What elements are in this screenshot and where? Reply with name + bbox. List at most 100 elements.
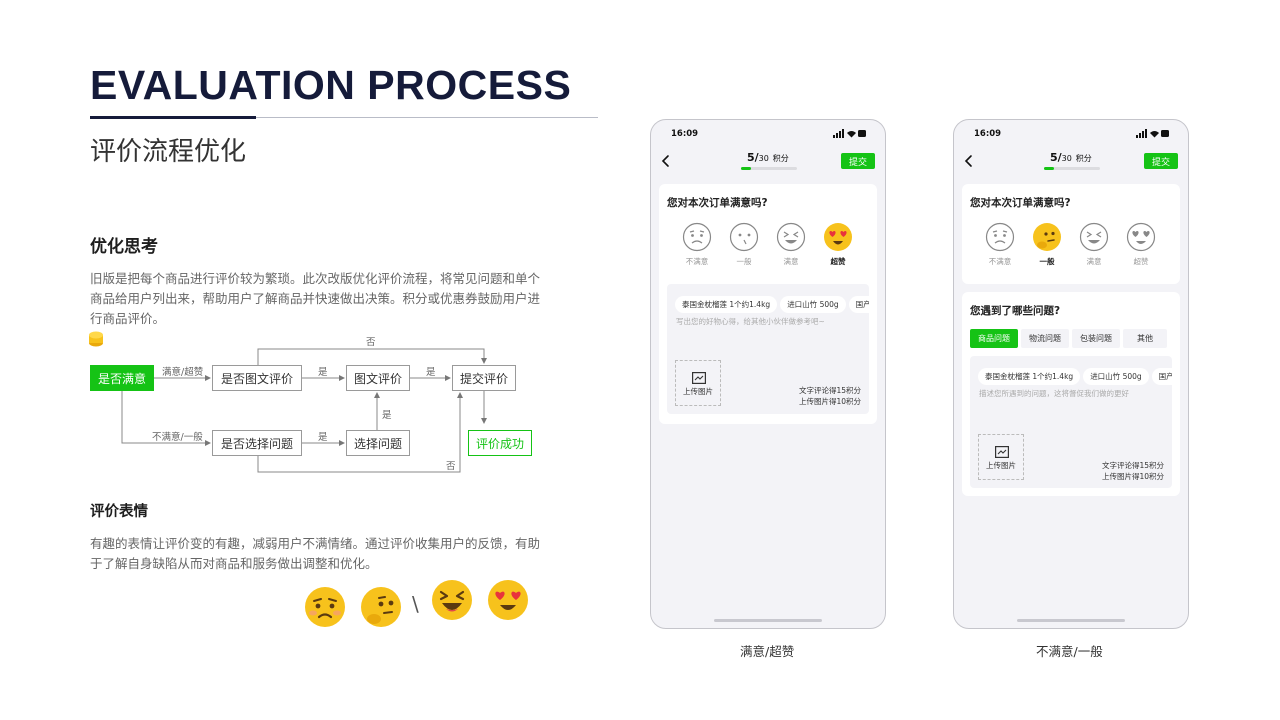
section-body-optimization: 旧版是把每个商品进行评价较为繁琐。此次改版优化评价流程，将常见问题和单个商品给用… [90,271,541,326]
title-divider-accent [90,116,256,119]
rating-label: 不满意 [988,257,1012,266]
flow-node-photo-review: 图文评价 [346,365,410,391]
nav-bar: 5/30 积分 提交 [954,146,1188,176]
submit-button[interactable]: 提交 [841,153,875,169]
satisfaction-question: 您对本次订单满意吗? [970,197,1071,209]
phone2-caption: 不满意/一般 [1036,644,1103,659]
product-chip[interactable]: 国产山 [1151,368,1172,385]
upload-photo-button[interactable]: 上传图片 [675,360,721,406]
tab-product-issue[interactable]: 商品问题 [970,329,1018,348]
heart-eyes-face-icon [824,223,852,251]
product-chip[interactable]: 国产山 [848,296,869,313]
flow-node-success: 评价成功 [468,430,532,456]
rating-excellent[interactable]: 超赞 [820,222,856,267]
points-info: 文字评论得15积分 上传图片得10积分 [799,385,861,407]
tab-packaging-issue[interactable]: 包装问题 [1072,329,1120,348]
flow-edge-label-no: 否 [366,337,376,348]
flow-connectors [121,348,487,473]
flow-node-choose-issue-question: 是否选择问题 [212,430,302,456]
flow-edge-label-yes: 是 [318,432,328,443]
points-score: 5/30 积分 [747,151,789,164]
issue-placeholder[interactable]: 描述您所遇到的问题，这将督促我们做的更好 [979,389,1129,398]
rating-average[interactable]: 一般 [726,222,762,267]
product-chip[interactable]: 进口山竹 500g [780,296,846,313]
satisfaction-card: 您对本次订单满意吗? 不满意 一般 满意 超赞 [962,184,1180,284]
home-indicator [714,619,822,622]
points-score: 5/30 积分 [1050,151,1092,164]
tab-other[interactable]: 其他 [1123,329,1167,348]
back-arrow-icon[interactable] [962,154,976,168]
rating-label: 超赞 [830,257,846,266]
points-photo-review: 上传图片得10积分 [1101,472,1164,481]
flow-edge-label-yes: 是 [426,367,436,378]
rating-label: 不满意 [685,257,709,266]
rating-satisfied[interactable]: 满意 [1076,222,1112,267]
status-bar: 16:09 [651,120,885,148]
rating-unsatisfied[interactable]: 不满意 [982,222,1018,267]
title-divider [90,117,598,118]
image-upload-icon [995,446,1009,458]
points-total: 30 [1061,154,1072,163]
phone1-caption: 满意/超赞 [740,644,795,659]
heart-eyes-face-icon [1126,222,1156,252]
upload-photo-label: 上传图片 [986,461,1016,470]
points-unit: 积分 [772,154,789,163]
heart-eyes-emoji-icon [488,580,528,620]
rating-average[interactable]: 一般 [1029,222,1065,267]
issues-card: 您遇到了哪些问题? 商品问题物流问题包装问题其他 泰国金枕榴莲 1个约1.4kg… [962,292,1180,496]
image-upload-icon [692,372,706,384]
points-progress-fill [1044,167,1054,170]
thinking-face-icon [1033,223,1061,251]
satisfied-face-icon [776,222,806,252]
points-photo-review: 上传图片得10积分 [798,397,861,406]
section-body-emoji: 有趣的表情让评价变的有趣，减弱用户不满情绪。通过评价收集用户的反馈，有助于了解自… [90,536,541,571]
status-time: 16:09 [974,129,1002,139]
points-progress-bar [741,167,797,170]
satisfaction-question: 您对本次订单满意吗? [667,197,768,209]
tab-logistics-issue[interactable]: 物流问题 [1021,329,1069,348]
product-chip[interactable]: 泰国金枕榴莲 1个约1.4kg [978,368,1081,385]
issues-question: 您遇到了哪些问题? [970,305,1061,317]
rating-label: 满意 [783,257,799,266]
back-arrow-icon[interactable] [659,154,673,168]
status-bar: 16:09 [954,120,1188,148]
rating-label: 超赞 [1133,257,1149,266]
signal-wifi-battery-icon [1136,129,1169,138]
page-title: EVALUATION PROCESS [90,62,572,108]
satisfied-face-icon [1079,222,1109,252]
evaluation-flow-diagram: 是否满意 是否图文评价 图文评价 提交评价 是否选择问题 选择问题 评价成功 满… [88,330,548,478]
phone-mockup-unsatisfied: 16:09 5/30 积分 提交 您对本次订单满意吗? 不满意 一般 [953,119,1189,629]
flow-node-satisfied-question: 是否满意 [90,365,154,391]
signal-wifi-battery-icon [833,129,866,138]
flow-edge-label-yes: 是 [382,410,392,421]
status-time: 16:09 [671,129,699,139]
points-progress-bar [1044,167,1100,170]
unsatisfied-face-icon [682,222,712,252]
rating-label: 一般 [736,257,752,266]
page-subtitle: 评价流程优化 [90,137,247,167]
product-chip[interactable]: 泰国金枕榴莲 1个约1.4kg [675,296,778,313]
rating-unsatisfied[interactable]: 不满意 [679,222,715,267]
rating-excellent[interactable]: 超赞 [1123,222,1159,267]
sad-emoji-icon [305,587,345,627]
coin-icon [89,331,103,347]
rating-satisfied[interactable]: 满意 [773,222,809,267]
average-face-icon [729,222,759,252]
section-title-emoji: 评价表情 [90,504,148,520]
rating-label: 一般 [1039,257,1055,266]
points-text-review: 文字评论得15积分 [798,386,861,395]
flow-node-photo-review-question: 是否图文评价 [212,365,302,391]
points-unit: 积分 [1075,154,1092,163]
flow-edge-label-unsatisfied: 不满意/一般 [152,432,203,443]
points-text-review: 文字评论得15积分 [1101,461,1164,470]
review-placeholder[interactable]: 写出您的好物心得，给其他小伙伴做参考吧~ [676,317,825,326]
upload-photo-button[interactable]: 上传图片 [978,434,1024,480]
submit-button[interactable]: 提交 [1144,153,1178,169]
product-chip[interactable]: 进口山竹 500g [1083,368,1149,385]
thinking-emoji-icon [361,587,401,627]
nav-bar: 5/30 积分 提交 [651,146,885,176]
points-info: 文字评论得15积分 上传图片得10积分 [1102,460,1164,482]
